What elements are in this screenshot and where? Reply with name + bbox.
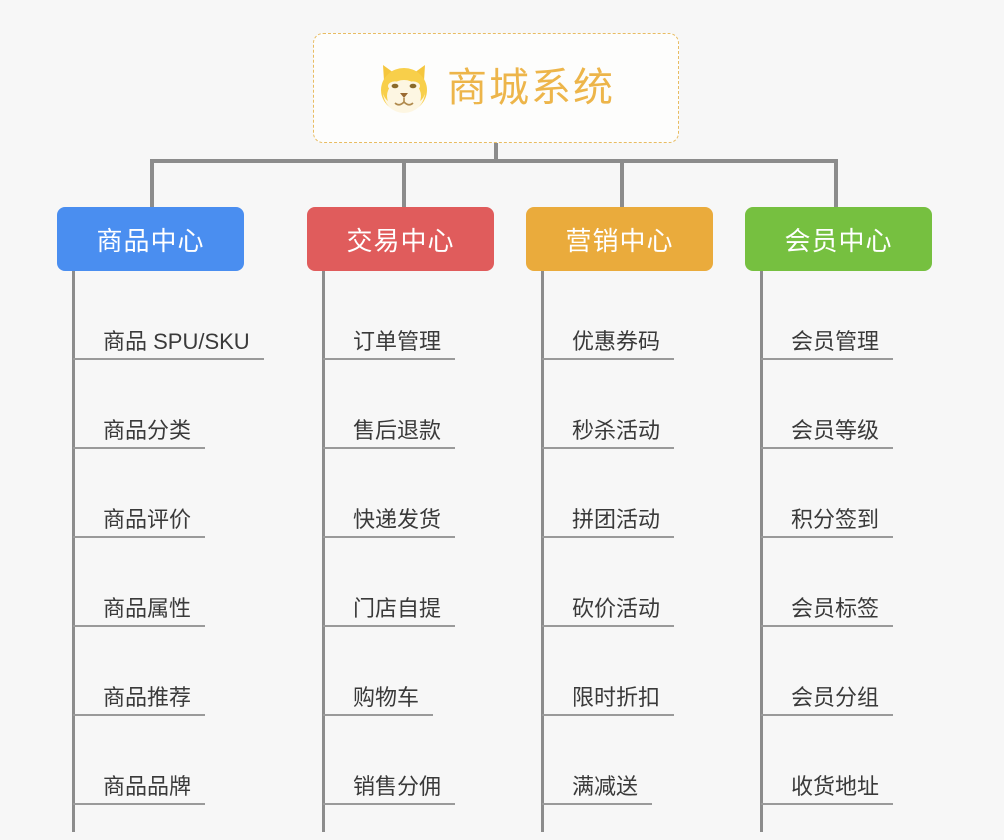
branch-column-3: 优惠券码 秒杀活动 拼团活动 砍价活动 限时折扣 满减送 xyxy=(528,271,728,832)
leaf-item[interactable]: 商品推荐 xyxy=(59,627,259,716)
leaf-label: 秒杀活动 xyxy=(572,417,661,443)
leaf-item[interactable]: 积分签到 xyxy=(747,449,947,538)
leaf-label: 快递发货 xyxy=(353,506,442,532)
leaf-item[interactable]: 砍价活动 xyxy=(528,538,728,627)
leaf-label: 优惠券码 xyxy=(572,328,661,354)
leaf-label: 售后退款 xyxy=(353,417,442,443)
leaf-item[interactable]: 秒杀活动 xyxy=(528,360,728,449)
branch-header-2[interactable]: 交易中心 xyxy=(307,207,494,271)
leaf-item[interactable]: 门店自提 xyxy=(309,538,509,627)
connector-horizontal-bus xyxy=(150,159,838,163)
leaf-label: 会员等级 xyxy=(791,417,880,443)
shiba-dog-icon xyxy=(381,65,427,113)
branch-spine-2 xyxy=(322,271,325,832)
leaf-label: 限时折扣 xyxy=(572,684,661,710)
leaf-item[interactable]: 优惠券码 xyxy=(528,271,728,360)
connector-root-stem xyxy=(494,143,498,161)
branch-header-4-label: 会员中心 xyxy=(784,225,893,256)
connector-drop-2 xyxy=(402,159,406,207)
leaf-item[interactable]: 会员分组 xyxy=(747,627,947,716)
leaf-item[interactable]: 快递发货 xyxy=(309,449,509,538)
leaf-label: 砍价活动 xyxy=(572,595,661,621)
branch-column-2: 订单管理 售后退款 快递发货 门店自提 购物车 销售分佣 xyxy=(309,271,509,832)
leaf-label: 会员管理 xyxy=(791,328,880,354)
leaf-item[interactable]: 购物车 xyxy=(309,627,509,716)
leaf-item[interactable]: 限时折扣 xyxy=(528,627,728,716)
root-node[interactable]: 商城系统 xyxy=(313,33,679,143)
leaf-item[interactable]: 商品评价 xyxy=(59,449,259,538)
leaf-label: 满减送 xyxy=(572,773,639,799)
branch-header-1-label: 商品中心 xyxy=(96,225,205,256)
leaf-item[interactable]: 会员管理 xyxy=(747,271,947,360)
leaf-label: 门店自提 xyxy=(353,595,442,621)
leaf-label: 商品属性 xyxy=(103,595,192,621)
branch-header-3-label: 营销中心 xyxy=(565,225,674,256)
leaf-label: 商品评价 xyxy=(103,506,192,532)
connector-drop-4 xyxy=(834,159,838,207)
leaf-label: 商品品牌 xyxy=(103,773,192,799)
branch-spine-3 xyxy=(541,271,544,832)
connector-drop-1 xyxy=(150,159,154,207)
branch-header-1[interactable]: 商品中心 xyxy=(57,207,244,271)
leaf-item[interactable]: 订单管理 xyxy=(309,271,509,360)
leaf-label: 拼团活动 xyxy=(572,506,661,532)
leaf-label: 商品推荐 xyxy=(103,684,192,710)
leaf-label: 收货地址 xyxy=(791,773,880,799)
leaf-item[interactable]: 会员标签 xyxy=(747,538,947,627)
leaf-label: 商品 SPU/SKU xyxy=(103,328,250,354)
branch-spine-1 xyxy=(72,271,75,832)
root-title: 商城系统 xyxy=(447,66,615,110)
leaf-label: 会员标签 xyxy=(791,595,880,621)
leaf-item[interactable]: 商品 SPU/SKU xyxy=(59,271,264,360)
leaf-label: 订单管理 xyxy=(353,328,442,354)
leaf-label: 商品分类 xyxy=(103,417,192,443)
leaf-item[interactable]: 售后退款 xyxy=(309,360,509,449)
leaf-item[interactable]: 商品品牌 xyxy=(59,716,259,805)
leaf-label: 积分签到 xyxy=(791,506,880,532)
leaf-label: 销售分佣 xyxy=(353,773,442,799)
branch-header-4[interactable]: 会员中心 xyxy=(745,207,932,271)
leaf-item[interactable]: 满减送 xyxy=(528,716,728,805)
branch-column-1: 商品 SPU/SKU 商品分类 商品评价 商品属性 商品推荐 商品品牌 xyxy=(59,271,264,832)
leaf-item[interactable]: 商品属性 xyxy=(59,538,259,627)
leaf-item[interactable]: 拼团活动 xyxy=(528,449,728,538)
connector-drop-3 xyxy=(620,159,624,207)
leaf-item[interactable]: 商品分类 xyxy=(59,360,259,449)
branch-header-3[interactable]: 营销中心 xyxy=(526,207,713,271)
leaf-item[interactable]: 销售分佣 xyxy=(309,716,509,805)
branch-header-2-label: 交易中心 xyxy=(346,225,455,256)
leaf-label: 购物车 xyxy=(353,684,420,710)
branch-spine-4 xyxy=(760,271,763,832)
leaf-item[interactable]: 收货地址 xyxy=(747,716,947,805)
branch-column-4: 会员管理 会员等级 积分签到 会员标签 会员分组 收货地址 xyxy=(747,271,947,832)
leaf-label: 会员分组 xyxy=(791,684,880,710)
leaf-item[interactable]: 会员等级 xyxy=(747,360,947,449)
